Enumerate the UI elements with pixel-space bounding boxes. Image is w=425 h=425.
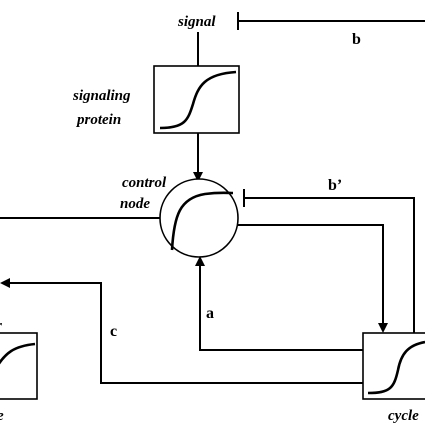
cycle-box [362,332,425,400]
cycle-to-node-arrow-a [195,256,363,351]
control-node-label-1: control [122,175,167,191]
edge-label-b-prime: b’ [328,177,342,194]
edge-label-b: b [352,31,361,48]
inhibition-line-b-prime [244,197,415,333]
edge-label-a: a [206,305,214,322]
node-to-cycle-arrow [238,224,388,333]
signaling-protein-curve [159,70,237,130]
control-node-label-2: node [120,196,150,212]
signaling-protein-box [153,65,240,134]
left-partial-label: e [0,408,4,424]
left-cut-mark: r [0,318,2,334]
cycle-to-left-arrow-c [0,278,363,384]
control-node-curve [170,191,234,251]
left-partial-curve [0,342,36,365]
signal-label: signal [177,14,216,30]
left-partial-box [0,332,38,400]
edge-label-c: c [110,323,117,340]
signaling-protein-label-2: protein [75,112,121,128]
cycle-label: cycle [388,408,419,424]
cycle-curve [367,340,425,395]
signaling-protein-label-1: signaling [72,88,131,104]
